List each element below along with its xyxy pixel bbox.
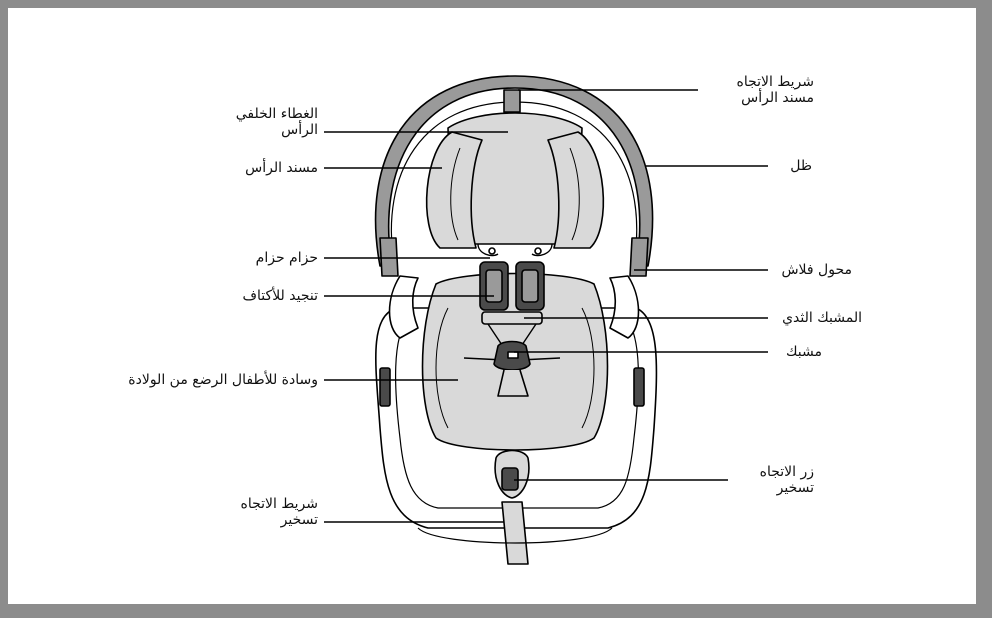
label-adjust-button-line2: تسخير (734, 480, 814, 496)
side-knob-left (380, 368, 390, 406)
label-shoulder-pads: تنجيد للأكتاف (208, 288, 318, 304)
label-headrest: مسند الرأس (208, 160, 318, 176)
label-chest-clip: المشبك الثدي (772, 310, 862, 326)
label-adjust-button: زر الاتجاه تسخير (734, 464, 814, 496)
label-adjust-strap-line2: تسخير (208, 512, 318, 528)
label-headrest-strap-line2: مسند الرأس (704, 90, 814, 106)
label-headrest-back-cover: الغطاء الخلفي الرأس (208, 106, 318, 138)
label-headrest-strap: شريط الاتجاه مسند الرأس (704, 74, 814, 106)
adjust-button (502, 468, 518, 490)
label-headrest-strap-line1: شريط الاتجاه (704, 74, 814, 90)
label-canopy: ظل (772, 158, 812, 174)
headrest-strap-tab (504, 90, 520, 112)
label-buckle: مشبك (772, 344, 822, 360)
canopy-hub-left (380, 238, 398, 276)
diagram-sheet: شريط الاتجاه مسند الرأس الغطاء الخلفي ال… (8, 8, 976, 604)
label-adjust-strap-line1: شريط الاتجاه (208, 496, 318, 512)
label-adjust-button-line1: زر الاتجاه (734, 464, 814, 480)
label-headrest-back-cover-line1: الغطاء الخلفي (208, 106, 318, 122)
label-newborn-cushion: وسادة للأطفال الرضع من الولادة (78, 372, 318, 388)
car-seat-diagram (8, 8, 976, 604)
side-knob-right (634, 368, 644, 406)
label-harness-belt: حزام حزام (208, 250, 318, 266)
label-adjust-strap: شريط الاتجاه تسخير (208, 496, 318, 528)
label-flash-adapter: محول فلاش (772, 262, 852, 278)
label-headrest-back-cover-line2: الرأس (208, 122, 318, 138)
